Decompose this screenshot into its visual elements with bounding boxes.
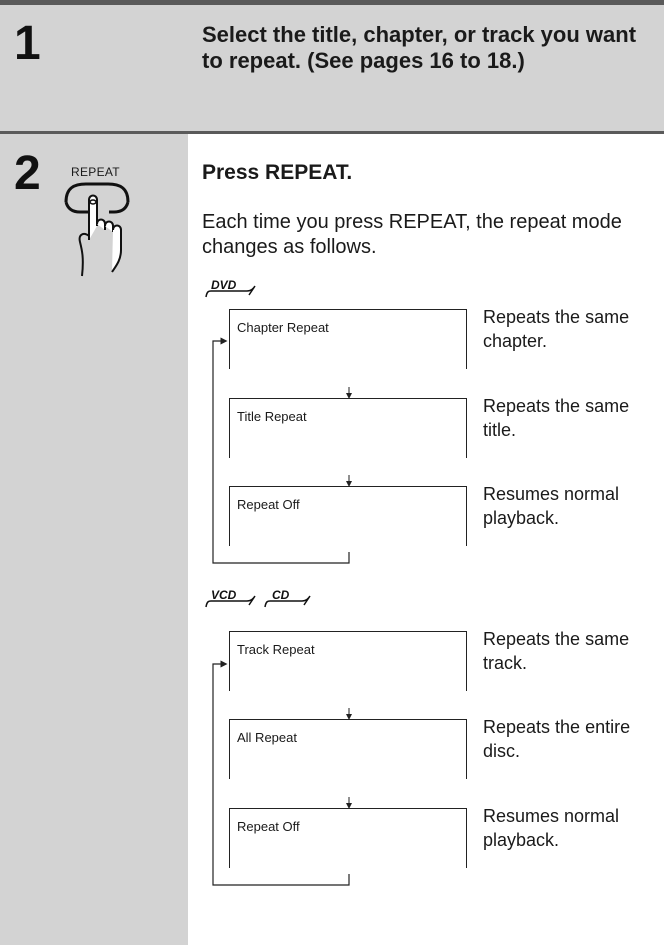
step-divider [0,131,664,134]
mode-description: Repeats the entire disc. [483,717,631,761]
mode-label: Track Repeat [237,642,315,657]
dvd-logo-text: DVD [211,278,237,292]
top-rule [0,0,664,5]
vcd-logo-icon: VCD [205,588,256,608]
mode-label: Repeat Off [237,819,300,834]
step2-number: 2 [14,147,41,200]
vcd-logo-text: VCD [211,588,237,602]
dvd-logo-icon: DVD [205,278,256,298]
mode-description: Resumes normal playback. [483,806,620,850]
step2-heading: Press REPEAT. [202,161,353,184]
mode-label: Repeat Off [237,497,300,512]
mode-label: Chapter Repeat [237,320,329,335]
step1-band [188,5,664,131]
step-number-column [0,5,188,945]
step2-description: Each time you press REPEAT, the repeat m… [202,211,622,259]
cd-logo-text: CD [272,588,290,602]
step1-number: 1 [14,17,41,70]
mode-label: Title Repeat [237,409,307,424]
mode-description: Repeats the same title. [483,396,630,440]
repeat-button-label: REPEAT [71,165,120,179]
finger-press-button-icon [64,182,130,277]
mode-box-chapter-repeat: Chapter Repeat [229,309,467,369]
mode-description: Resumes normal playback. [483,484,620,528]
loop-back-line [212,337,350,564]
loop-back-line [212,660,350,886]
step1-instruction: Select the title, chapter, or track you … [202,22,637,73]
cd-logo-icon: CD [264,588,311,608]
mode-description: Repeats the same chapter. [483,307,630,351]
mode-box-track-repeat: Track Repeat [229,631,467,691]
mode-description: Repeats the same track. [483,629,630,673]
mode-label: All Repeat [237,730,297,745]
